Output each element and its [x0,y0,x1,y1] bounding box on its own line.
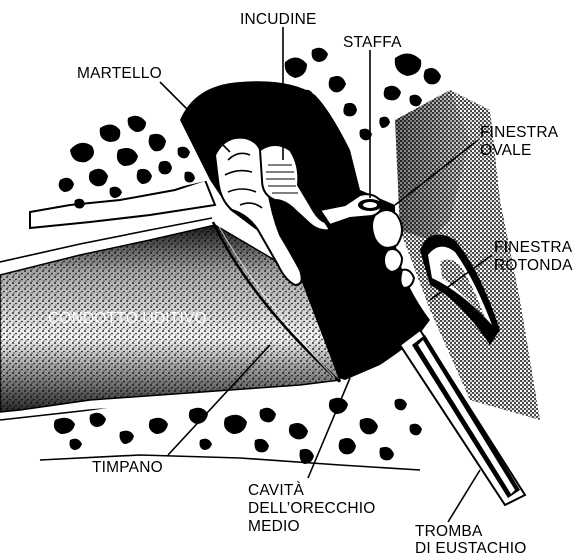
label-finestra-rotonda-2: ROTONDA [494,257,573,274]
label-finestra-ovale-2: OVALE [480,142,532,159]
label-tromba-2: DI EUSTACHIO [415,540,526,557]
label-timpano: TIMPANO [92,459,163,476]
label-incudine: INCUDINE [240,11,317,28]
label-cavita-3: MEDIO [248,518,300,535]
label-staffa: STAFFA [343,34,402,51]
label-cavita-1: CAVITÀ [248,482,304,499]
label-tromba-1: TROMBA [415,523,483,540]
label-finestra-rotonda-1: FINESTRA [494,239,573,256]
label-cavita-2: DELL’ORECCHIO [248,500,376,517]
label-martello: MARTELLO [77,65,162,82]
label-condotto-uditivo: CONDOTTO UDITIVO [48,310,207,327]
label-finestra-ovale-1: FINESTRA [480,124,559,141]
